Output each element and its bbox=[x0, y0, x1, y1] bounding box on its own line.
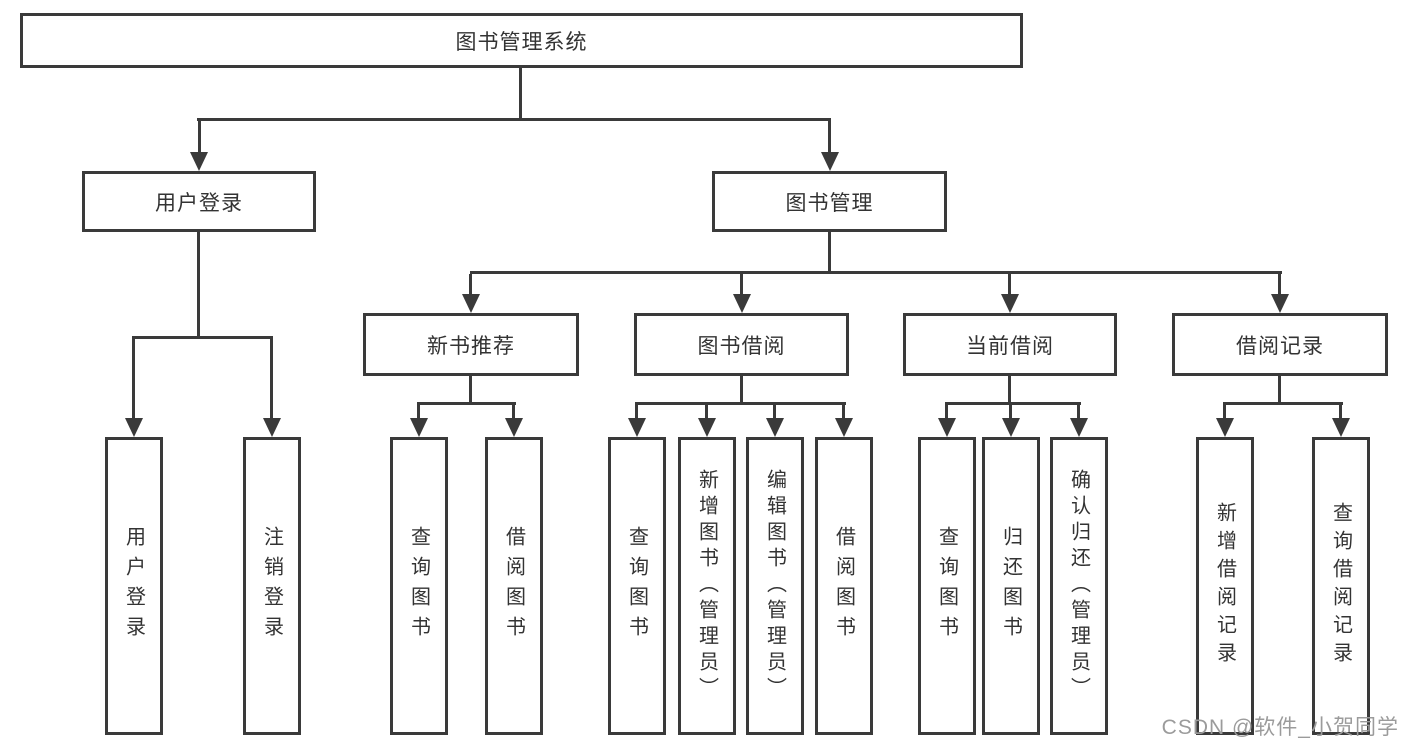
node-leaf-query-book-3: 查询图书 bbox=[918, 437, 976, 735]
node-leaf-borrow-book-2: 借阅图书 bbox=[815, 437, 873, 735]
connector-stub-leaf-query-record bbox=[1339, 405, 1342, 419]
node-leaf-query-book-2-label: 查询图书 bbox=[625, 526, 648, 646]
connector-book-mgmt-bus bbox=[470, 271, 1282, 274]
arrowhead-leaf-return-book-icon bbox=[1002, 418, 1020, 437]
connector-stub-leaf-query-book-3 bbox=[945, 405, 948, 419]
connector-stub-borrow-records bbox=[1278, 274, 1281, 295]
connector-stub-leaf-query-book-2 bbox=[635, 405, 638, 419]
connector-book-borrow-stem bbox=[740, 376, 743, 403]
node-leaf-borrow-book-1: 借阅图书 bbox=[485, 437, 543, 735]
node-book-borrow-label: 图书借阅 bbox=[697, 334, 786, 358]
node-leaf-query-record: 查询借阅记录 bbox=[1312, 437, 1370, 735]
connector-stub-new-book-rec bbox=[469, 274, 472, 295]
node-leaf-query-book-2: 查询图书 bbox=[608, 437, 666, 735]
connector-current-borrow-bus bbox=[945, 402, 1081, 405]
connector-book-borrow-bus bbox=[635, 402, 846, 405]
connector-new-book-rec-stem bbox=[469, 376, 472, 403]
connector-stub-leaf-add-record bbox=[1223, 405, 1226, 419]
arrowhead-leaf-borrow-book-2-icon bbox=[835, 418, 853, 437]
arrowhead-leaf-add-book-icon bbox=[698, 418, 716, 437]
connector-stub-user-login bbox=[198, 118, 201, 153]
connector-stub-leaf-return-book bbox=[1009, 405, 1012, 419]
arrowhead-book-mgmt-icon bbox=[821, 152, 839, 171]
arrowhead-leaf-user-login-icon bbox=[125, 418, 143, 437]
node-borrow-records-label: 借阅记录 bbox=[1236, 334, 1324, 358]
arrowhead-leaf-query-record-icon bbox=[1332, 418, 1350, 437]
connector-user-login-bus bbox=[132, 336, 273, 339]
node-leaf-add-record: 新增借阅记录 bbox=[1196, 437, 1254, 735]
arrowhead-leaf-confirm-return-icon bbox=[1070, 418, 1088, 437]
connector-stub-book-borrow bbox=[740, 274, 743, 295]
node-leaf-query-book-3-label: 查询图书 bbox=[935, 526, 958, 646]
watermark: CSDN @软件_小贺同学 bbox=[1161, 716, 1399, 739]
node-new-book-rec: 新书推荐 bbox=[363, 313, 579, 376]
node-borrow-records: 借阅记录 bbox=[1172, 313, 1388, 376]
arrowhead-borrow-records-icon bbox=[1271, 294, 1289, 313]
connector-stub-leaf-query-book-1 bbox=[417, 405, 420, 419]
connector-borrow-records-bus bbox=[1223, 402, 1343, 405]
connector-stub-current-borrow bbox=[1008, 274, 1011, 295]
node-leaf-borrow-book-2-label: 借阅图书 bbox=[832, 526, 855, 646]
node-current-borrow: 当前借阅 bbox=[903, 313, 1117, 376]
arrowhead-leaf-query-book-2-icon bbox=[628, 418, 646, 437]
node-leaf-add-book-label: 新增图书（管理员） bbox=[695, 469, 718, 703]
node-user-login: 用户登录 bbox=[82, 171, 316, 232]
connector-stub-leaf-borrow-book-1 bbox=[512, 405, 515, 419]
node-new-book-rec-label: 新书推荐 bbox=[427, 334, 515, 358]
node-leaf-add-book: 新增图书（管理员） bbox=[678, 437, 736, 735]
connector-stub-leaf-add-book bbox=[705, 405, 708, 419]
arrowhead-leaf-borrow-book-1-icon bbox=[505, 418, 523, 437]
connector-book-mgmt-stem bbox=[828, 232, 831, 274]
node-leaf-edit-book-label: 编辑图书（管理员） bbox=[763, 469, 786, 703]
connector-root-stem bbox=[519, 68, 522, 120]
node-leaf-edit-book: 编辑图书（管理员） bbox=[746, 437, 804, 735]
node-leaf-return-book-label: 归还图书 bbox=[999, 526, 1022, 646]
node-book-borrow: 图书借阅 bbox=[634, 313, 849, 376]
connector-stub-leaf-confirm-return bbox=[1077, 405, 1080, 419]
connector-stub-leaf-user-login bbox=[132, 336, 135, 420]
node-leaf-add-record-label: 新增借阅记录 bbox=[1213, 502, 1236, 670]
connector-current-borrow-stem bbox=[1008, 376, 1011, 403]
node-user-login-label: 用户登录 bbox=[155, 191, 243, 215]
node-leaf-logout-label: 注销登录 bbox=[260, 526, 283, 646]
node-leaf-return-book: 归还图书 bbox=[982, 437, 1040, 735]
connector-borrow-records-stem bbox=[1278, 376, 1281, 403]
connector-new-book-rec-bus bbox=[417, 402, 516, 405]
node-leaf-query-book-1: 查询图书 bbox=[390, 437, 448, 735]
arrowhead-leaf-add-record-icon bbox=[1216, 418, 1234, 437]
connector-root-bus bbox=[197, 118, 831, 121]
arrowhead-leaf-logout-icon bbox=[263, 418, 281, 437]
node-current-borrow-label: 当前借阅 bbox=[966, 334, 1054, 358]
arrowhead-leaf-edit-book-icon bbox=[766, 418, 784, 437]
arrowhead-leaf-query-book-3-icon bbox=[938, 418, 956, 437]
node-leaf-query-book-1-label: 查询图书 bbox=[407, 526, 430, 646]
connector-stub-book-mgmt bbox=[828, 118, 831, 153]
node-leaf-borrow-book-1-label: 借阅图书 bbox=[502, 526, 525, 646]
connector-user-login-stem bbox=[197, 232, 200, 336]
arrowhead-book-borrow-icon bbox=[733, 294, 751, 313]
node-leaf-user-login-label: 用户登录 bbox=[122, 526, 145, 646]
node-root: 图书管理系统 bbox=[20, 13, 1023, 68]
connector-stub-leaf-edit-book bbox=[773, 405, 776, 419]
connector-stub-leaf-logout bbox=[270, 336, 273, 420]
node-book-mgmt: 图书管理 bbox=[712, 171, 947, 232]
node-book-mgmt-label: 图书管理 bbox=[785, 191, 874, 215]
arrowhead-current-borrow-icon bbox=[1001, 294, 1019, 313]
arrowhead-new-book-rec-icon bbox=[462, 294, 480, 313]
node-leaf-logout: 注销登录 bbox=[243, 437, 301, 735]
node-root-label: 图书管理系统 bbox=[455, 30, 588, 54]
arrowhead-leaf-query-book-1-icon bbox=[410, 418, 428, 437]
arrowhead-user-login-icon bbox=[190, 152, 208, 171]
node-leaf-user-login: 用户登录 bbox=[105, 437, 163, 735]
connector-stub-leaf-borrow-book-2 bbox=[842, 405, 845, 419]
node-leaf-query-record-label: 查询借阅记录 bbox=[1329, 502, 1352, 670]
node-leaf-confirm-return: 确认归还（管理员） bbox=[1050, 437, 1108, 735]
node-leaf-confirm-return-label: 确认归还（管理员） bbox=[1067, 469, 1090, 703]
